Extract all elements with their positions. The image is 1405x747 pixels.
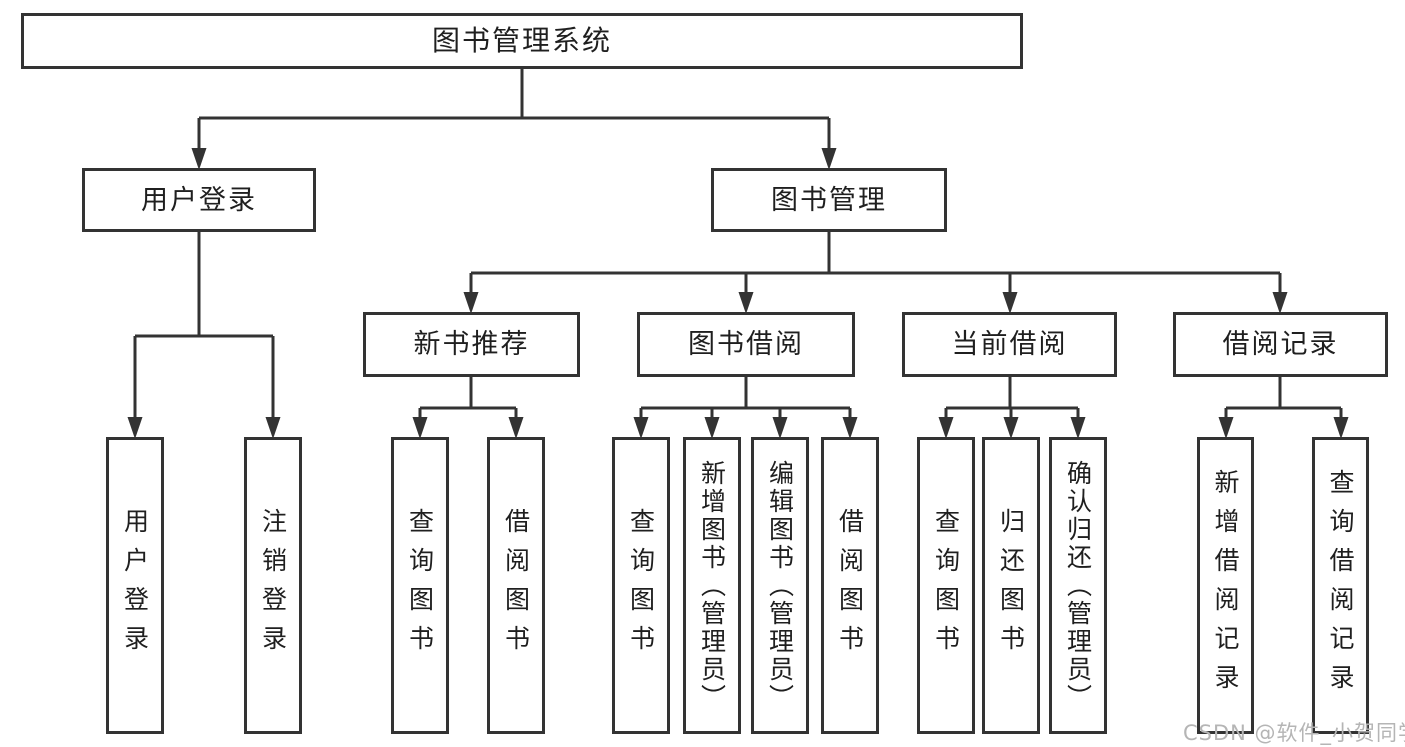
node-label: 归还图书 xyxy=(996,507,1026,664)
leaf-query-books-recommend: 查询图书 xyxy=(391,437,449,734)
node-borrow-records: 借阅记录 xyxy=(1173,312,1388,377)
leaf-borrow-books: 借阅图书 xyxy=(821,437,879,734)
node-label: 新增图书（管理员） xyxy=(697,459,727,712)
node-label: 借阅图书 xyxy=(835,507,865,664)
leaf-query-borrow-record: 查询借阅记录 xyxy=(1312,437,1369,734)
node-label: 注销登录 xyxy=(258,507,288,664)
node-label: 借阅图书 xyxy=(501,507,531,664)
leaf-query-books-current: 查询图书 xyxy=(917,437,975,734)
node-label: 查询图书 xyxy=(931,507,961,664)
leaf-query-books-borrowing: 查询图书 xyxy=(612,437,670,734)
leaf-edit-books-admin: 编辑图书（管理员） xyxy=(751,437,809,734)
leaf-return-books: 归还图书 xyxy=(982,437,1040,734)
leaf-borrow-books-recommend: 借阅图书 xyxy=(487,437,545,734)
node-label: 图书管理 xyxy=(771,184,887,216)
leaf-add-books-admin: 新增图书（管理员） xyxy=(683,437,741,734)
node-label: 借阅记录 xyxy=(1222,329,1339,360)
node-current-borrowing: 当前借阅 xyxy=(902,312,1117,377)
leaf-add-borrow-record: 新增借阅记录 xyxy=(1197,437,1254,734)
node-book-management: 图书管理 xyxy=(711,168,947,232)
node-label: 确认归还（管理员） xyxy=(1063,459,1093,712)
node-label: 编辑图书（管理员） xyxy=(765,459,795,712)
node-label: 查询借阅记录 xyxy=(1326,468,1355,703)
node-label: 新增借阅记录 xyxy=(1211,468,1240,703)
node-label: 查询图书 xyxy=(626,507,656,664)
leaf-confirm-return-admin: 确认归还（管理员） xyxy=(1049,437,1107,734)
node-label: 新书推荐 xyxy=(413,329,530,360)
arrowhead-icons xyxy=(127,148,1349,439)
leaf-user-login: 用户登录 xyxy=(106,437,164,734)
node-label: 图书管理系统 xyxy=(431,24,612,57)
node-new-book-recommend: 新书推荐 xyxy=(363,312,580,377)
node-label: 用户登录 xyxy=(141,184,257,216)
node-label: 查询图书 xyxy=(405,507,435,664)
node-root-system: 图书管理系统 xyxy=(21,13,1023,69)
node-label: 图书借阅 xyxy=(688,329,804,360)
node-label: 当前借阅 xyxy=(951,329,1068,360)
node-label: 用户登录 xyxy=(120,507,150,664)
node-user-login-branch: 用户登录 xyxy=(82,168,316,232)
csdn-watermark: CSDN @软件_小贺同学 xyxy=(1183,721,1405,745)
leaf-logout-login: 注销登录 xyxy=(244,437,302,734)
node-book-borrowing: 图书借阅 xyxy=(637,312,855,377)
